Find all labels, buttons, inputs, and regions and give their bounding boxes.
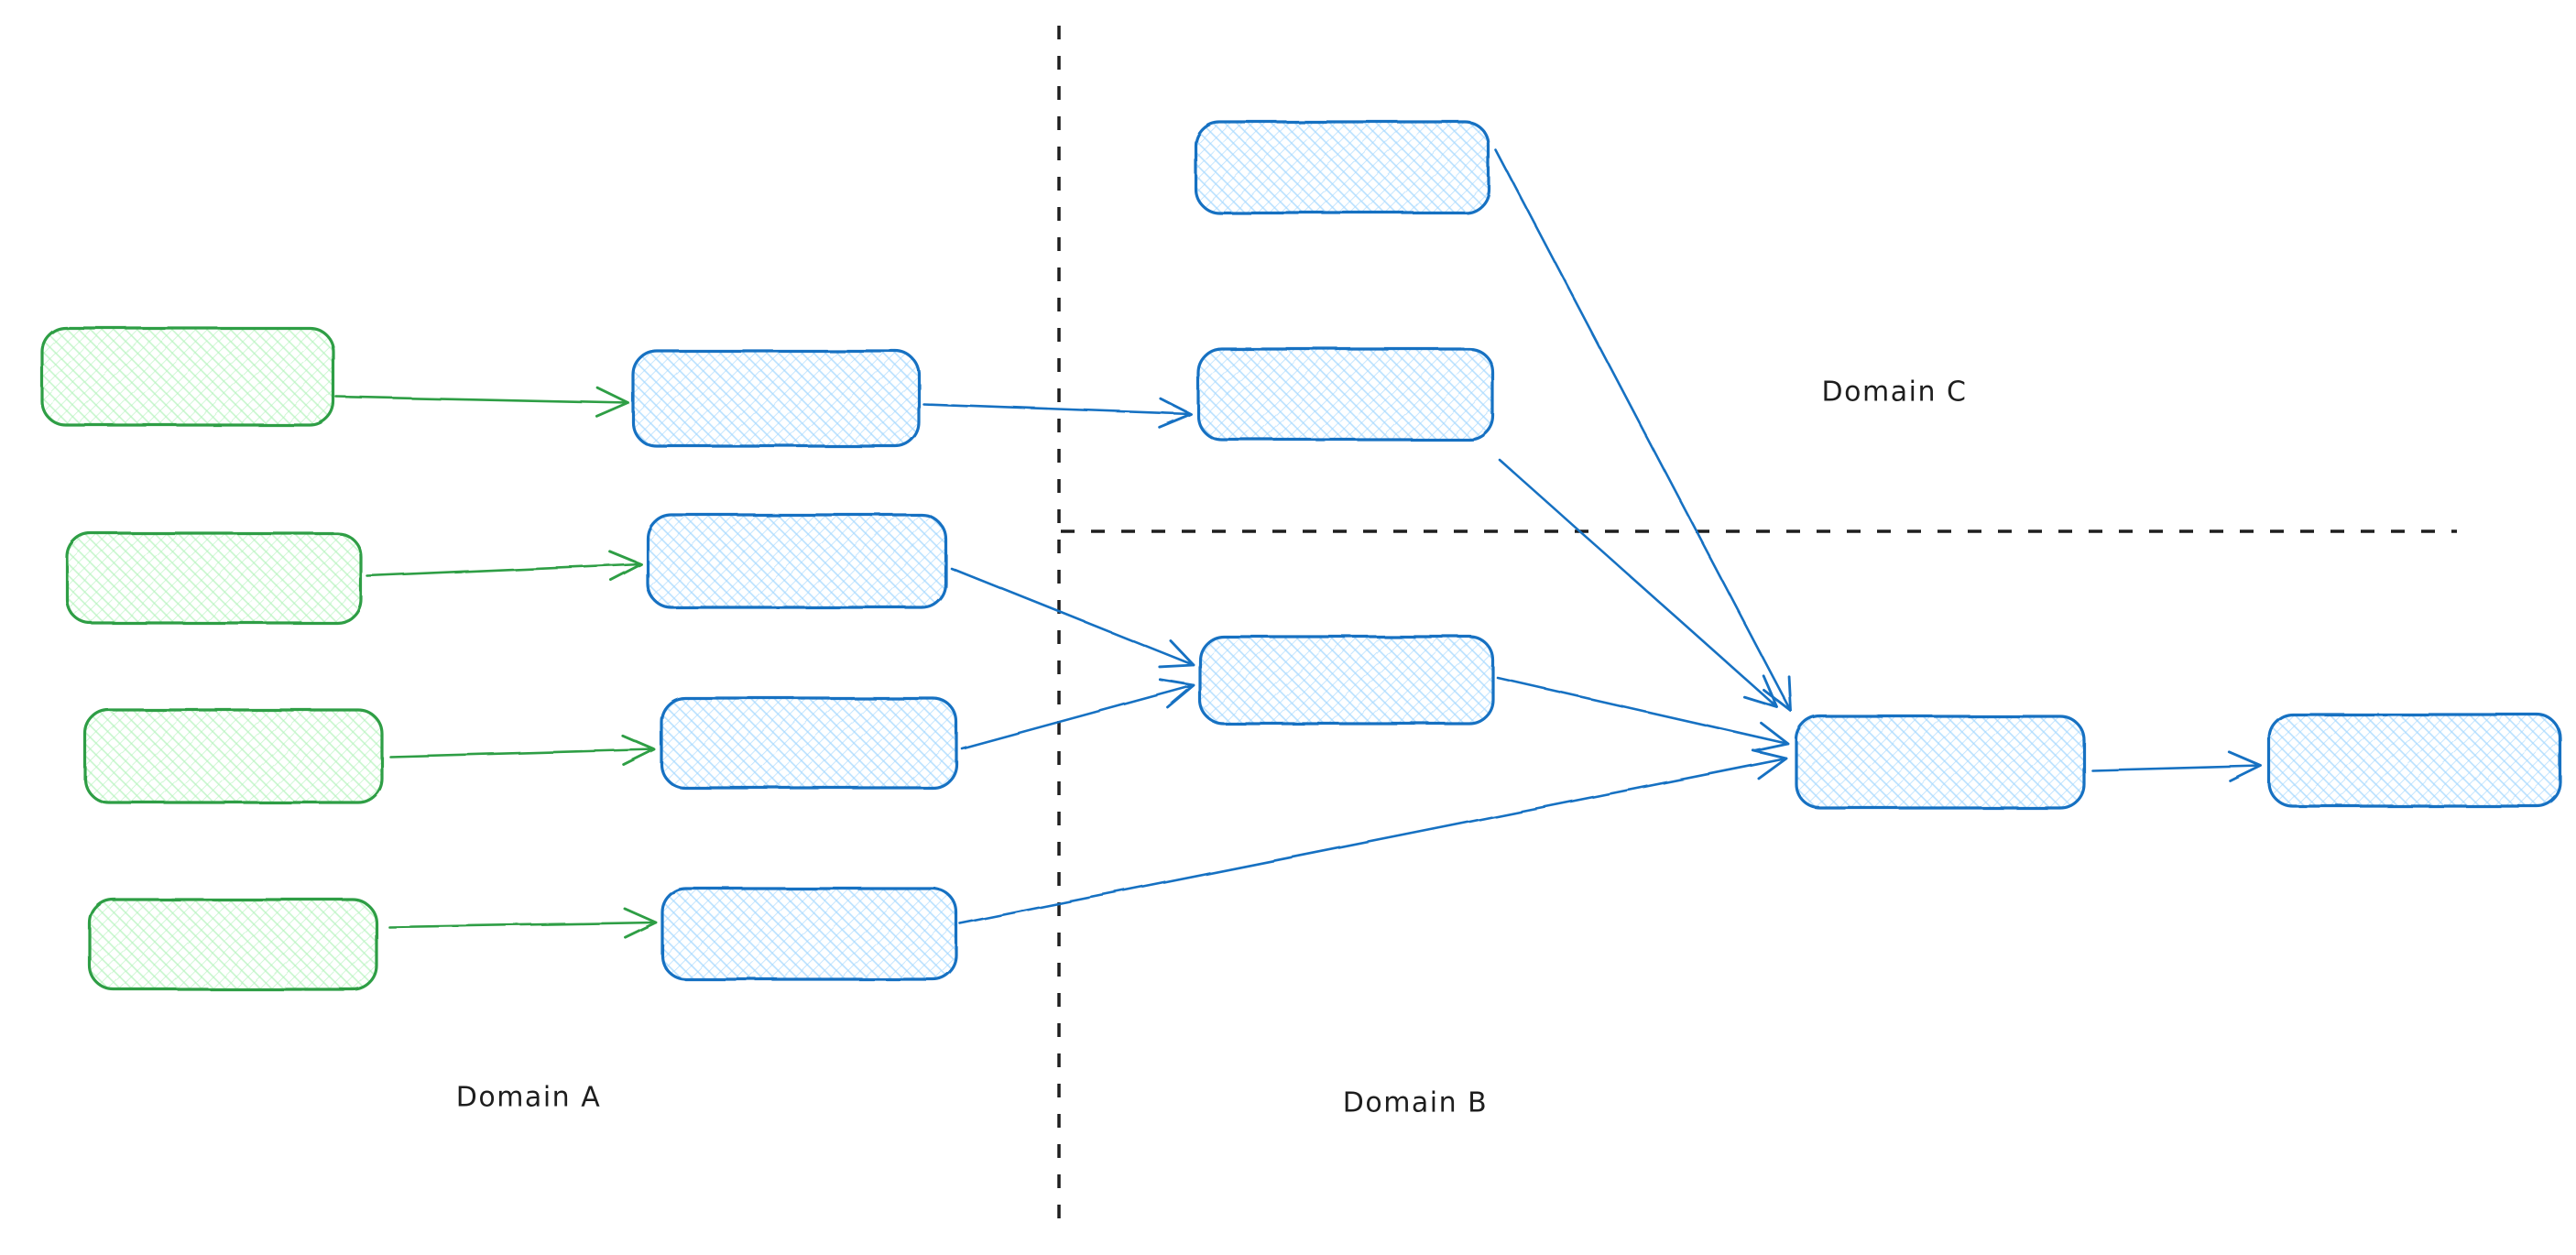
arrow-a-node-1-to-c-node-2: [922, 397, 1193, 429]
node-a-node-3: [660, 696, 958, 790]
node-a-source-4: [88, 898, 378, 991]
node-a-source-2: [65, 531, 363, 625]
nodes-layer: [40, 120, 2562, 991]
node-a-source-3: [83, 708, 384, 804]
arrow-a-source-2-to-a-node-2: [366, 550, 643, 582]
node-c-node-2: [1196, 347, 1495, 442]
arrow-a-source-4-to-a-node-4: [387, 907, 658, 939]
arrow-a-node-2-to-b-node-1: [949, 566, 1195, 669]
arrow-a-source-3-to-a-node-3: [388, 734, 656, 766]
arrow-a-node-4-to-b-hub: [958, 748, 1788, 925]
arrow-b-hub-to-b-final: [2090, 750, 2263, 782]
domain-a-label: Domain A: [455, 1081, 602, 1114]
arrow-c-node-1-to-b-hub: [1494, 148, 1793, 713]
arrow-b-node-1-to-b-hub: [1496, 676, 1790, 753]
node-a-node-4: [660, 887, 958, 981]
arrow-a-source-1-to-a-node-1: [334, 387, 630, 419]
arrow-a-node-3-to-b-node-1: [960, 678, 1195, 750]
node-b-hub: [1795, 715, 2086, 810]
domain-b-label: Domain B: [1342, 1086, 1489, 1119]
domain-c-label: Domain C: [1821, 376, 1968, 409]
boundaries-layer: [1057, 26, 2457, 1235]
node-c-node-1: [1194, 120, 1490, 214]
node-a-source-1: [40, 326, 335, 427]
arrow-c-node-2-to-b-hub: [1498, 458, 1779, 709]
node-b-node-1: [1198, 635, 1495, 726]
node-b-final: [2267, 713, 2562, 808]
node-a-node-2: [646, 513, 947, 609]
edges-layer: [334, 148, 2263, 939]
node-a-node-1: [631, 349, 921, 448]
